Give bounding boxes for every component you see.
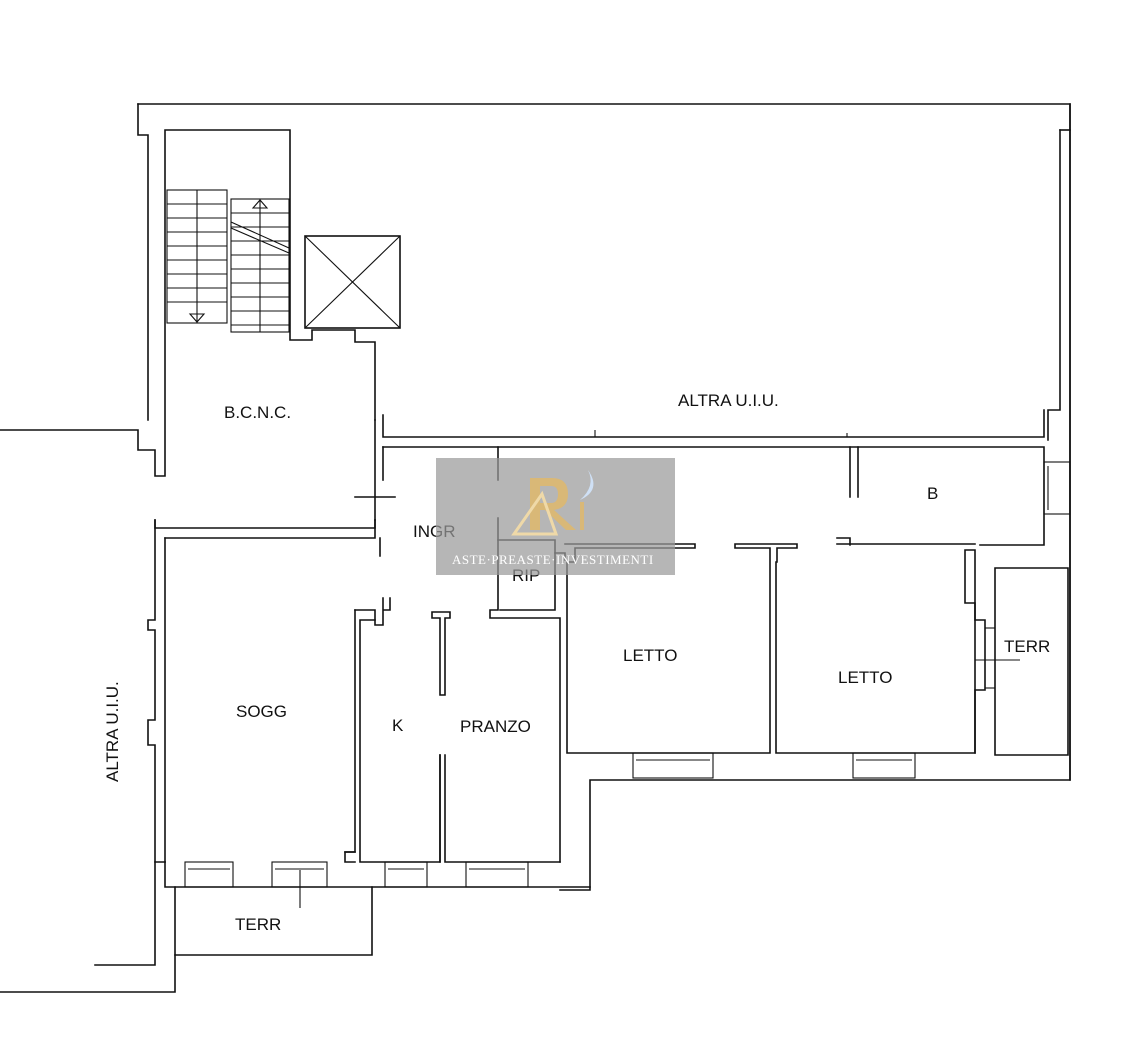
- label-b: B: [927, 484, 938, 503]
- outer-walls: [0, 103, 1071, 891]
- label-bcnc: B.C.N.C.: [224, 403, 291, 422]
- label-altra-uiu-top: ALTRA U.I.U.: [678, 391, 779, 410]
- label-letto-1: LETTO: [623, 646, 677, 665]
- watermark: ASTE·PREASTE·INVESTIMENTI: [436, 458, 675, 575]
- terrace-bottom: [0, 861, 591, 993]
- label-pranzo: PRANZO: [460, 717, 531, 736]
- label-altra-uiu-left: ALTRA U.I.U.: [103, 681, 122, 782]
- elevator-shaft: [304, 235, 401, 329]
- logo-icon: [511, 470, 594, 536]
- label-k: K: [392, 716, 404, 735]
- label-terr-right: TERR: [1004, 637, 1050, 656]
- label-letto-2: LETTO: [838, 668, 892, 687]
- windows: [184, 752, 916, 888]
- label-terr-bottom: TERR: [235, 915, 281, 934]
- staircase: [166, 189, 290, 333]
- watermark-text: ASTE·PREASTE·INVESTIMENTI: [452, 552, 654, 567]
- label-sogg: SOGG: [236, 702, 287, 721]
- corridor-walls: [374, 409, 1071, 546]
